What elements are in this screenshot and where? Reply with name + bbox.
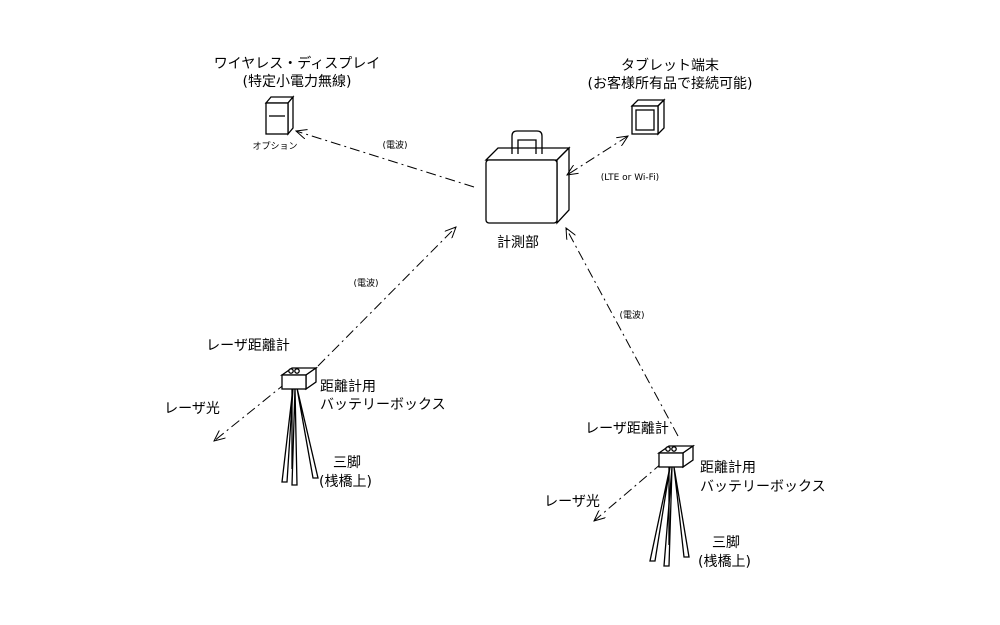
left-battery-label-line1: 距離計用 (320, 378, 376, 395)
left-laser-link-arrow (317, 227, 456, 367)
left-rangefinder-icon (279, 366, 319, 391)
left-laser-beam-label: レーザ光 (164, 401, 220, 417)
measurement-unit-icon (484, 130, 571, 225)
right-laser-link-arrow (566, 228, 679, 437)
display-link-arrow (296, 131, 475, 188)
right-tripod-label-line2: (桟橋上) (698, 554, 751, 570)
wireless-display-subtitle: (特定小電力無線) (243, 74, 352, 90)
right-laser-station: レーザ距離計 距離計用 バッテリーボックス レーザ光 三脚 (桟橋上) (544, 420, 825, 570)
wireless-display-icon (264, 95, 295, 136)
right-station-title: レーザ距離計 (585, 420, 669, 437)
right-battery-label-line2: バッテリーボックス (700, 479, 826, 495)
left-tripod-label-line2: (桟橋上) (319, 474, 372, 490)
display-link-label: (電波) (382, 139, 407, 151)
right-laser-link-label: (電波) (619, 309, 644, 321)
measurement-unit-label: 計測部 (497, 235, 539, 251)
tablet-title: タブレット端末 (621, 57, 719, 74)
right-rangefinder-icon (656, 444, 696, 469)
left-laser-station: レーザ距離計 距離計用 バッテリーボックス レーザ光 三脚 (桟橋上) (164, 337, 445, 490)
wireless-display-group: ワイヤレス・ディスプレイ (特定小電力無線) オプション (214, 55, 381, 152)
wireless-display-title: ワイヤレス・ディスプレイ (214, 55, 381, 72)
tablet-icon (630, 98, 666, 136)
left-station-title: レーザ距離計 (206, 337, 290, 354)
tablet-group: タブレット端末 (お客様所有品で接続可能) (588, 57, 753, 136)
tablet-subtitle: (お客様所有品で接続可能) (588, 75, 753, 92)
right-laser-beam (594, 462, 663, 521)
right-tripod-label-line1: 三脚 (712, 535, 740, 551)
left-laser-link-label: (電波) (353, 277, 378, 289)
right-tripod-icon (649, 466, 690, 567)
tablet-link-label: (LTE or Wi-Fi) (601, 173, 659, 183)
left-tripod-label-line1: 三脚 (333, 455, 361, 471)
wireless-display-option-note: オプション (252, 141, 297, 152)
left-laser-beam (214, 382, 287, 441)
right-battery-label-line1: 距離計用 (700, 459, 756, 476)
left-tripod-icon (281, 387, 319, 486)
right-laser-beam-label: レーザ光 (544, 494, 600, 510)
tablet-link-arrow (567, 136, 628, 175)
left-battery-label-line2: バッテリーボックス (320, 397, 446, 413)
